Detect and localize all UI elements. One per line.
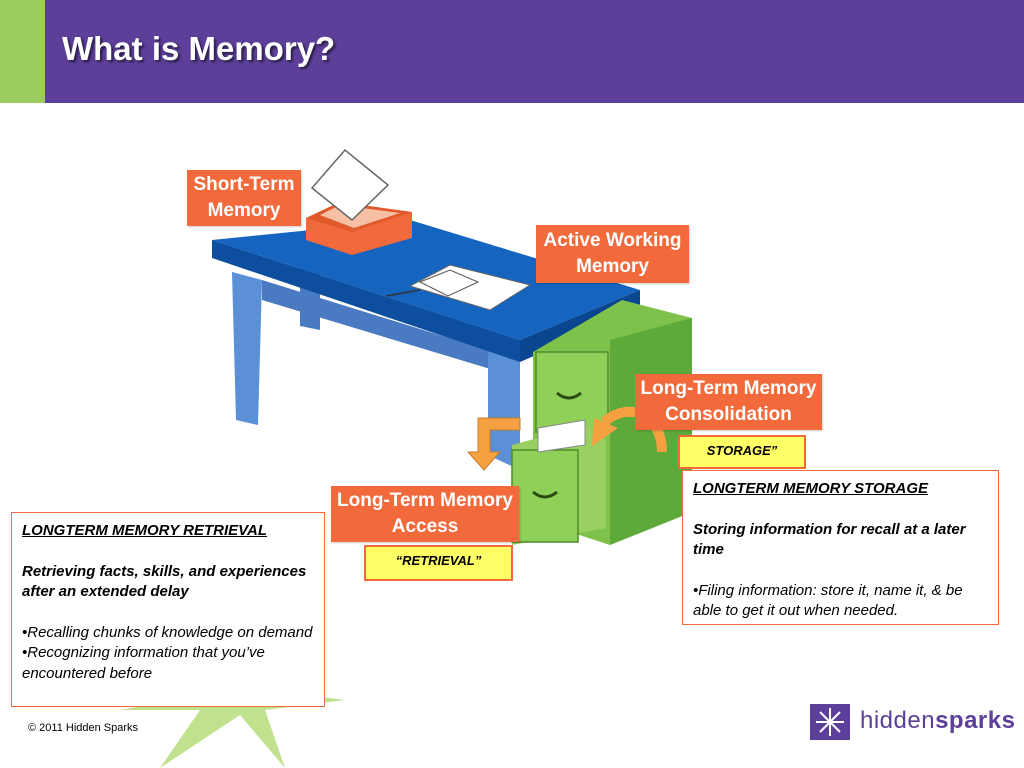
page-title: What is Memory? <box>62 30 336 67</box>
retrieval-tag: “RETRIEVAL” <box>364 545 513 581</box>
logo-wordmark: hiddensparks <box>860 707 1015 735</box>
inbox-tray <box>306 202 412 255</box>
active-working-memory-label: Active Working Memory <box>536 225 689 283</box>
down-arrow-icon <box>466 417 521 471</box>
title-accent <box>0 0 45 103</box>
title-bar: What is Memory? <box>0 0 1024 103</box>
access-label: Long-Term Memory Access <box>331 486 519 542</box>
storage-bullet: •Filing information: store it, name it, … <box>693 581 963 620</box>
hidden-sparks-logo: hiddensparks <box>808 702 1015 742</box>
storage-tag: STORAGE” <box>678 435 806 469</box>
retrieval-box: LONGTERM MEMORY RETRIEVAL Retrieving fac… <box>11 512 325 707</box>
copyright-footer: © 2011 Hidden Sparks <box>28 722 139 734</box>
file-cabinet <box>511 300 692 545</box>
retrieval-bullet: •Recognizing information that you’ve enc… <box>22 644 265 682</box>
paper-sheet <box>310 148 532 311</box>
logo-word-sparks: sparks <box>935 707 1016 734</box>
retrieval-bullet: •Recalling chunks of knowledge on demand <box>22 623 313 641</box>
short-term-memory-label: Short-Term Memory <box>187 170 301 226</box>
logo-word-hidden: hidden <box>860 707 936 734</box>
retrieval-heading: LONGTERM MEMORY RETRIEVAL <box>22 522 268 539</box>
storage-heading: LONGTERM MEMORY STORAGE <box>693 480 929 497</box>
storage-subheading: Storing information for recall at a late… <box>693 520 966 559</box>
storage-box: LONGTERM MEMORY STORAGE Storing informat… <box>682 470 999 625</box>
sparks-logo-icon <box>810 704 850 740</box>
consolidation-label: Long-Term Memory Consolidation <box>635 374 822 430</box>
retrieval-subheading: Retrieving facts, skills, and experience… <box>22 562 307 601</box>
